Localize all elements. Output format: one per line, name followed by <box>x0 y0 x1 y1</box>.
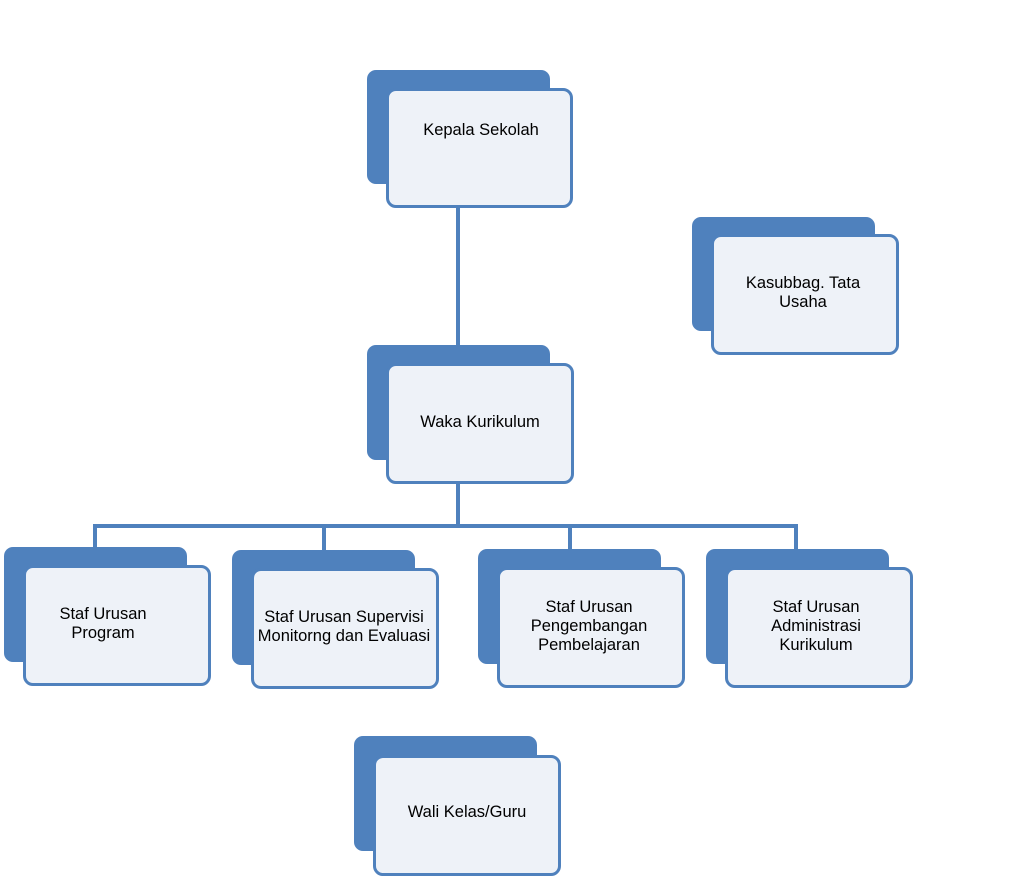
node-staf-urusan-administrasi: Staf Urusan Administrasi Kurikulum <box>706 549 913 688</box>
connector-to-staf-supervisi <box>322 524 326 550</box>
node-staf-urusan-program: Staf Urusan Program <box>4 547 211 686</box>
connector-waka-down <box>456 482 460 528</box>
connector-to-staf-pengembangan <box>568 524 572 550</box>
connector-to-staf-program <box>93 524 97 548</box>
connector-to-staf-administrasi <box>794 524 798 550</box>
node-waka-kurikulum: Waka Kurikulum <box>367 345 574 484</box>
node-label: Staf Urusan Pengembangan Pembelajaran <box>530 597 648 654</box>
node-label: Staf Urusan Program <box>59 605 147 642</box>
node-label: Kepala Sekolah <box>423 120 539 139</box>
node-staf-urusan-pengembangan: Staf Urusan Pengembangan Pembelajaran <box>478 549 685 688</box>
node-kepala-sekolah: Kepala Sekolah <box>367 70 573 208</box>
node-label: Staf Urusan Administrasi Kurikulum <box>771 597 861 654</box>
node-label: Wali Kelas/Guru <box>407 802 527 821</box>
node-label: Kasubbag. Tata Usaha <box>745 274 861 311</box>
connector-kepala-to-waka <box>456 205 460 345</box>
node-kasubbag-tata-usaha: Kasubbag. Tata Usaha <box>692 217 899 355</box>
node-staf-urusan-supervisi: Staf Urusan Supervisi Monitorng dan Eval… <box>232 550 439 689</box>
node-wali-kelas-guru: Wali Kelas/Guru <box>354 736 561 876</box>
connector-horizontal-bar <box>93 524 798 528</box>
node-label: Staf Urusan Supervisi Monitorng dan Eval… <box>257 608 431 645</box>
node-label: Waka Kurikulum <box>420 412 540 431</box>
